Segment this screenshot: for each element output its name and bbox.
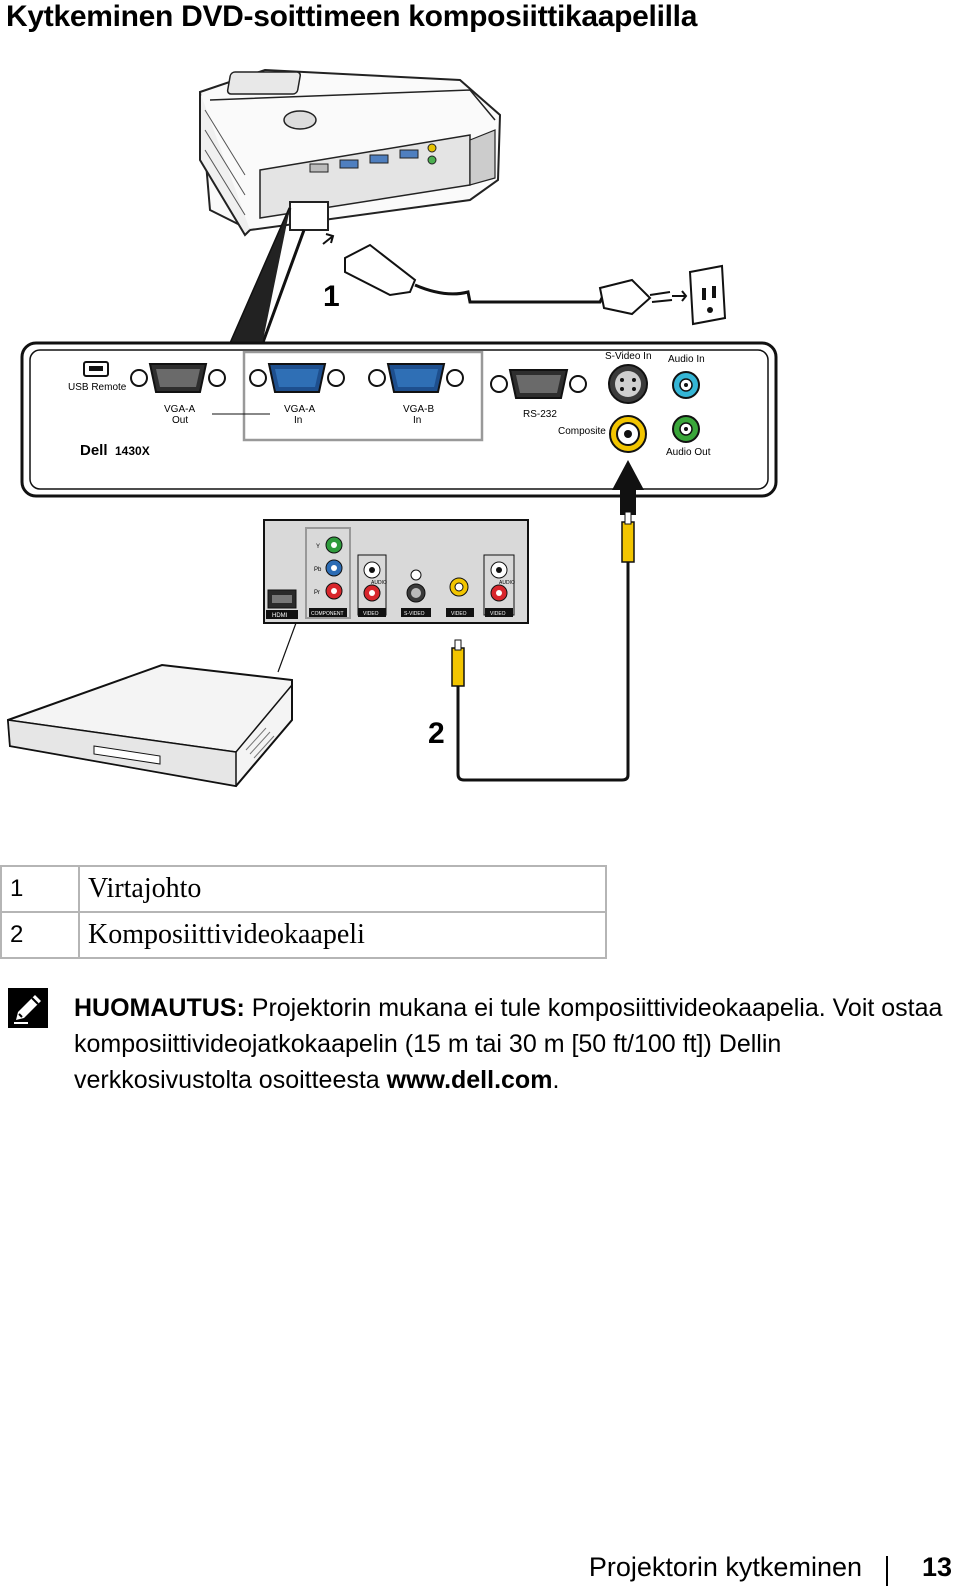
projector-model: 1430X bbox=[115, 444, 150, 458]
dvd-label-component: COMPONENT bbox=[311, 611, 344, 617]
callout-2: 2 bbox=[428, 717, 445, 750]
label-audio-out: Audio Out bbox=[666, 447, 711, 458]
note-label: HUOMAUTUS: bbox=[74, 994, 245, 1022]
note-paragraph: HUOMAUTUS: Projektorin mukana ei tule ko… bbox=[74, 990, 944, 1098]
composite-port bbox=[609, 415, 647, 453]
audio-out-port bbox=[672, 415, 700, 443]
callout-1: 1 bbox=[323, 280, 340, 313]
note-text: Projektorin mukana ei tule komposiittivi… bbox=[74, 994, 943, 1094]
dvd-player-illustration bbox=[6, 663, 293, 788]
note-text-end: . bbox=[552, 1066, 560, 1094]
label-audio-in: Audio In bbox=[668, 354, 705, 365]
legend-row: 2 Komposiittivideokaapeli bbox=[0, 911, 607, 959]
legend-label: Komposiittivideokaapeli bbox=[78, 911, 607, 959]
page-number: 13 bbox=[921, 1552, 952, 1582]
label-rs232: RS-232 bbox=[523, 409, 557, 420]
page-footer: Projektorin kytkeminen 13 bbox=[0, 1552, 960, 1588]
power-cable-illustration bbox=[322, 233, 727, 326]
vga-a-in-port bbox=[249, 363, 345, 393]
dvd-label-pb: Pb bbox=[314, 567, 322, 573]
legend-number: 2 bbox=[0, 911, 80, 959]
legend-row: 1 Virtajohto bbox=[0, 865, 607, 913]
projector-illustration bbox=[198, 68, 502, 237]
dell-website-link[interactable]: www.dell.com bbox=[386, 1066, 553, 1094]
legend-number: 1 bbox=[0, 865, 80, 913]
audio-in-port bbox=[672, 371, 700, 399]
projector-brand: Dell bbox=[80, 442, 108, 459]
label-composite: Composite bbox=[558, 426, 606, 437]
dvd-label-video-3: VIDEO bbox=[490, 611, 506, 617]
dvd-label-hdmi: HDMI bbox=[272, 613, 288, 619]
label-vga-a-out-2: Out bbox=[172, 415, 188, 426]
connection-diagram: 1 USB Remote VGA-A Out VGA-A In bbox=[6, 68, 778, 788]
projector-connector-panel: USB Remote VGA-A Out VGA-A In VGA-B In bbox=[20, 341, 778, 498]
label-svideo-in: S-Video In bbox=[605, 351, 652, 362]
label-vga-b-in-2: In bbox=[413, 415, 421, 426]
legend-label: Virtajohto bbox=[78, 865, 607, 913]
label-vga-a-in-2: In bbox=[294, 415, 302, 426]
dvd-connector-panel: HDMI Y Pb Pr COMPONENT AUDIO VIDEO S-VID… bbox=[263, 519, 529, 624]
svideo-port bbox=[608, 364, 648, 404]
dvd-label-video-1: VIDEO bbox=[363, 611, 379, 617]
dvd-label-y: Y bbox=[316, 544, 320, 550]
dvd-label-audio-1: AUDIO bbox=[371, 580, 387, 586]
dvd-label-svideo: S-VIDEO bbox=[404, 611, 425, 617]
label-vga-a-out-1: VGA-A bbox=[164, 404, 195, 415]
vga-b-in-port bbox=[368, 363, 464, 393]
label-vga-a-in-1: VGA-A bbox=[284, 404, 315, 415]
label-usb-remote: USB Remote bbox=[68, 382, 127, 393]
rs232-port bbox=[490, 369, 587, 399]
legend-table: 1 Virtajohto 2 Komposiittivideokaapeli bbox=[0, 865, 607, 959]
dvd-label-audio-2: AUDIO bbox=[499, 580, 515, 586]
dvd-label-pr: Pr bbox=[314, 590, 320, 596]
composite-cable-illustration bbox=[451, 511, 635, 782]
composite-insert-arrow bbox=[612, 460, 644, 515]
vga-a-out-port bbox=[130, 363, 226, 393]
page-title: Kytkeminen DVD-soittimeen komposiittikaa… bbox=[6, 0, 698, 33]
footer-section-title: Projektorin kytkeminen bbox=[588, 1552, 862, 1582]
footer-divider bbox=[886, 1556, 888, 1586]
label-vga-b-in-1: VGA-B bbox=[403, 404, 434, 415]
note-pencil-icon bbox=[8, 988, 48, 1028]
dvd-label-video-2: VIDEO bbox=[451, 611, 467, 617]
